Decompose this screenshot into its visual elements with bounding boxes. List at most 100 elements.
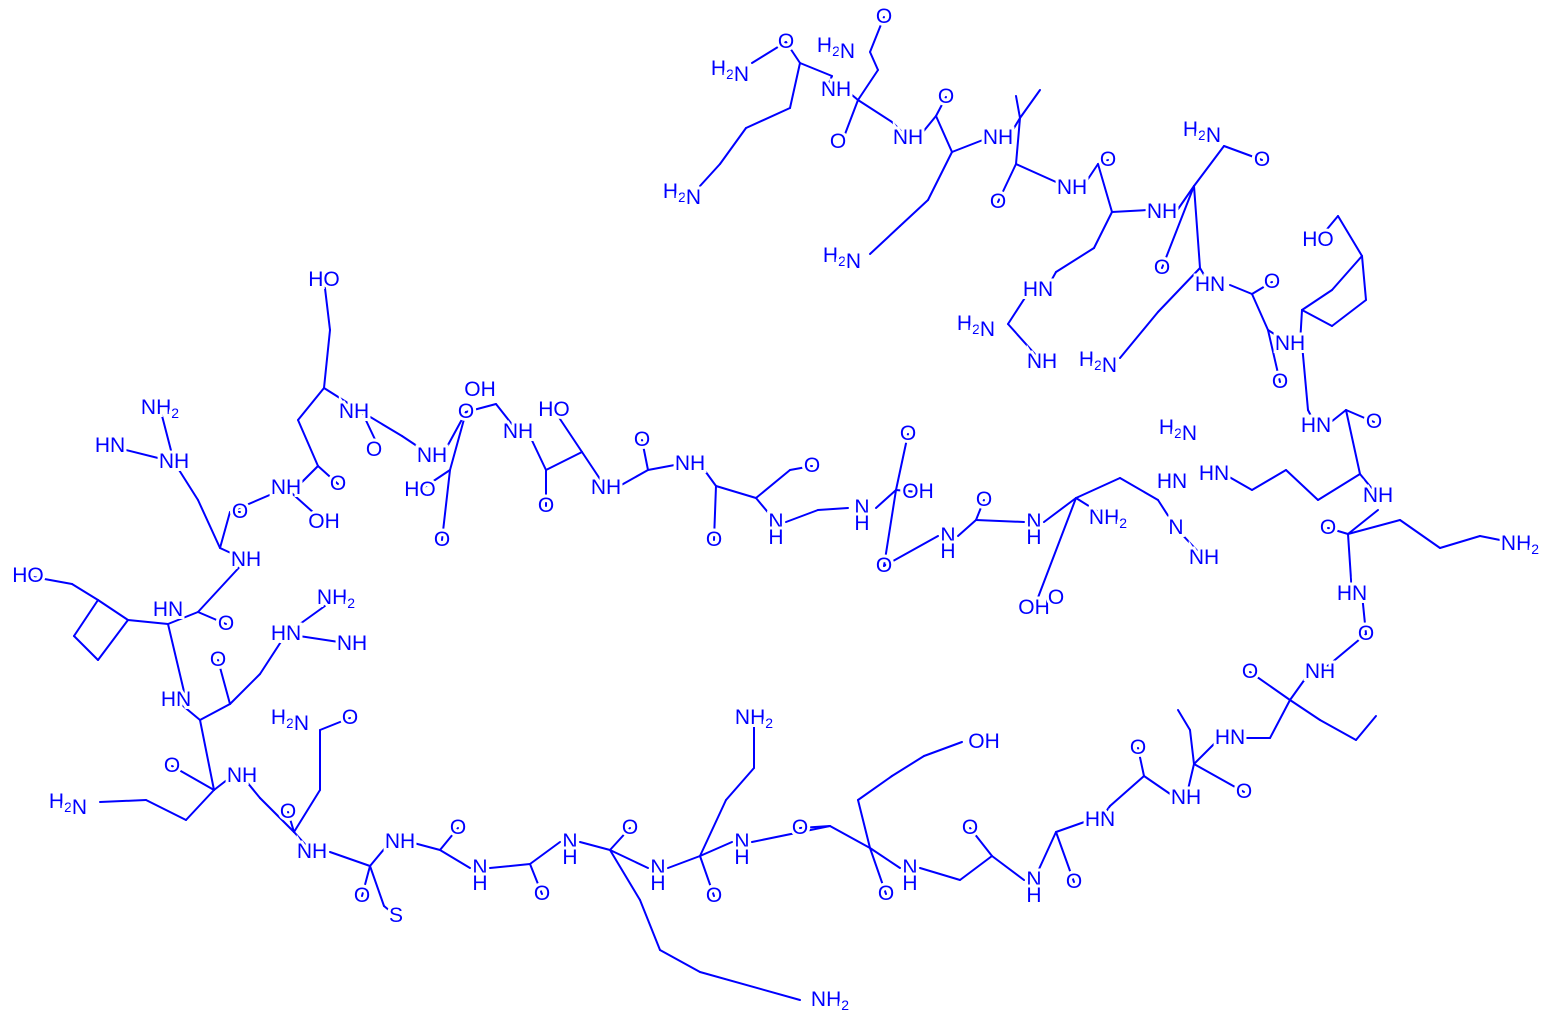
atom-label: O (354, 884, 370, 907)
bond-line (883, 489, 897, 567)
bond-line (1081, 163, 1099, 189)
atom-label: NH2 (735, 706, 773, 731)
atom-label: NH2 (1089, 506, 1127, 531)
atom-label: H2N (957, 312, 995, 341)
bond-line (975, 499, 985, 521)
bond-line (923, 741, 963, 757)
bond-line (1033, 831, 1057, 881)
atom-label: O (1366, 410, 1382, 433)
atom-label: O (830, 130, 846, 153)
bond-line (1097, 163, 1113, 213)
atom-label: N (1026, 868, 1041, 891)
bond-line (1111, 209, 1149, 213)
bond-line (825, 75, 833, 91)
bond-line (297, 419, 319, 467)
bond-line (713, 485, 717, 541)
atom-label: O (706, 884, 722, 907)
bond-line (1307, 409, 1317, 427)
atom-label: HO (308, 268, 340, 291)
bond-line (1045, 271, 1057, 291)
atom-label: OH (1018, 596, 1050, 619)
bond-line (699, 799, 727, 857)
bond-line (1331, 255, 1363, 291)
bond-line (1199, 267, 1211, 286)
bond-line (99, 799, 147, 803)
bond-line (935, 115, 953, 153)
bond-line (27, 575, 73, 585)
bond-line (229, 487, 287, 513)
bond-line (1143, 775, 1177, 799)
bond-line (465, 403, 497, 413)
atom-label: N (902, 856, 917, 879)
bond-line (545, 451, 583, 471)
bond-line (875, 489, 897, 509)
bond-line (1289, 671, 1311, 701)
bond-line (1015, 117, 1021, 165)
bond-line (1361, 255, 1367, 301)
bond-line (997, 163, 1017, 203)
bond-line (361, 865, 371, 897)
atom-label: NH (231, 548, 261, 571)
atom-label: H (562, 846, 577, 869)
bond-line (857, 775, 893, 801)
bond-line (957, 519, 977, 537)
atom-label: O (1066, 870, 1082, 893)
bond-line (439, 827, 459, 851)
bond-line (441, 469, 451, 541)
bond-line (1175, 185, 1195, 213)
bond-line (1329, 633, 1367, 665)
atom-label: O (622, 816, 638, 839)
atom-label: N (472, 856, 487, 879)
atom-label: H2N (1183, 118, 1221, 147)
bond-line (97, 599, 129, 621)
atom-label: OH (308, 510, 340, 533)
bond-line (1055, 831, 1075, 883)
bond-line (1193, 145, 1225, 187)
bond-line (1099, 805, 1111, 821)
atom-label: HN (1023, 278, 1053, 301)
atom-label: NH (1057, 176, 1087, 199)
bond-line (553, 409, 583, 453)
bond-line (1345, 409, 1375, 423)
bond-line (1015, 95, 1021, 119)
bond-line (73, 635, 99, 661)
bond-line (1251, 281, 1273, 295)
bond-line (1137, 747, 1145, 777)
bond-line (869, 847, 887, 895)
bond-line (1317, 215, 1339, 241)
atom-label: H (902, 872, 917, 895)
bond-line (527, 431, 547, 471)
bond-line (285, 597, 337, 635)
bond-line (219, 547, 247, 561)
atom-label: HN (1215, 726, 1245, 749)
atom-label: H (1026, 526, 1041, 549)
bond-line (199, 719, 215, 791)
bond-line (1325, 409, 1347, 427)
bond-line (581, 451, 607, 489)
atom-label: O (976, 488, 992, 511)
bond-line (609, 849, 641, 901)
atom-label: HO (538, 398, 570, 421)
atom-label: HN (1199, 462, 1229, 485)
bond-line (1075, 497, 1109, 519)
atom-label: H2N (1079, 348, 1117, 377)
atom-label: O (876, 5, 892, 28)
atom-label: H (854, 512, 869, 535)
atom-label: O (218, 612, 234, 635)
bond-line (127, 619, 169, 625)
bond-line (171, 765, 215, 791)
bond-line (927, 151, 953, 201)
bond-line (899, 199, 929, 227)
bond-line (175, 699, 201, 721)
atom-label: NH (1189, 546, 1219, 569)
bond-line (699, 841, 733, 857)
bond-line (1093, 211, 1113, 249)
atom-label: O (1254, 148, 1270, 171)
atom-label: O (450, 816, 466, 839)
bond-line (1299, 309, 1303, 345)
atom-label: NH (893, 126, 923, 149)
bond-line (159, 407, 175, 463)
bond-line (869, 16, 885, 53)
atom-label: H (734, 846, 749, 869)
